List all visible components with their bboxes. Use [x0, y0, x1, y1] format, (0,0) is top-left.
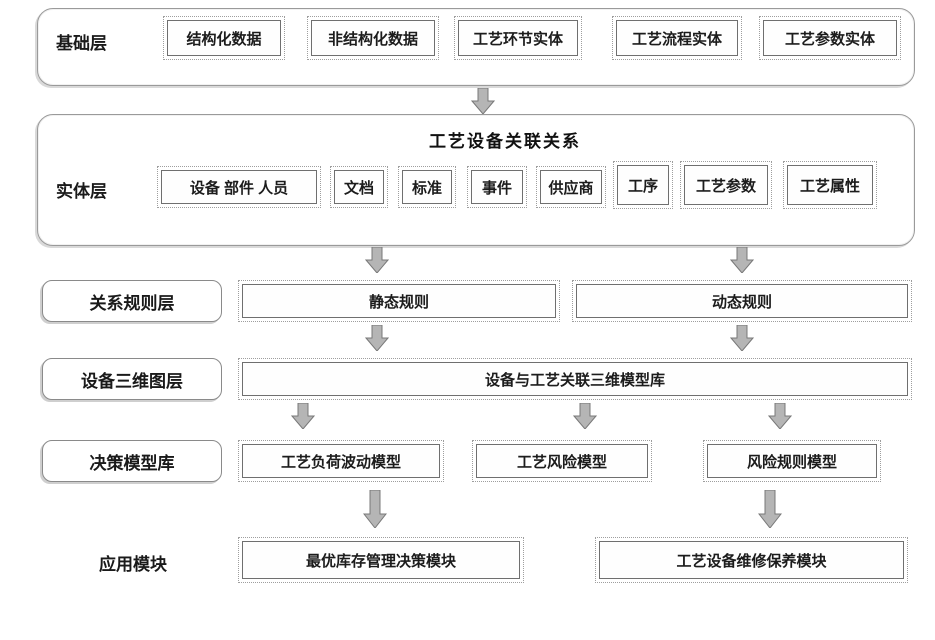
box-label: 工艺流程实体 — [616, 20, 738, 56]
relation-rules-layer-label: 关系规则层 — [42, 280, 222, 322]
box-label: 供应商 — [540, 170, 602, 204]
box-equipment-parts-personnel: 设备 部件 人员 — [157, 166, 321, 208]
box-unstructured-data: 非结构化数据 — [307, 16, 439, 60]
box-label: 设备 部件 人员 — [161, 170, 317, 204]
box-event: 事件 — [467, 166, 527, 208]
box-label: 事件 — [471, 170, 523, 204]
box-label: 工艺参数 — [684, 165, 768, 205]
entity-layer-label: 实体层 — [56, 182, 107, 201]
box-process-parameter-entity: 工艺参数实体 — [759, 16, 901, 60]
equipment-3d-layer-label: 设备三维图层 — [42, 358, 222, 400]
box-label: 设备与工艺关联三维模型库 — [242, 362, 908, 396]
box-label: 工艺风险模型 — [476, 444, 648, 478]
box-dynamic-rules: 动态规则 — [572, 280, 912, 322]
box-optimal-inventory-decision-module: 最优库存管理决策模块 — [238, 537, 524, 583]
box-work-procedure: 工序 — [613, 161, 673, 209]
box-process-parameters: 工艺参数 — [680, 161, 772, 209]
down-arrow-icon — [363, 490, 387, 528]
box-label: 工艺属性 — [787, 165, 873, 205]
box-label: 动态规则 — [576, 284, 908, 318]
box-label: 标准 — [402, 170, 452, 204]
down-arrow-icon — [730, 325, 754, 351]
box-process-step-entity: 工艺环节实体 — [454, 16, 582, 60]
box-label: 工艺负荷波动模型 — [242, 444, 440, 478]
box-risk-rule-model: 风险规则模型 — [703, 440, 881, 482]
application-module-label: 应用模块 — [99, 555, 167, 574]
box-3d-model-library: 设备与工艺关联三维模型库 — [238, 358, 912, 400]
box-standard: 标准 — [398, 166, 456, 208]
down-arrow-icon — [365, 247, 389, 273]
box-label: 工艺设备维修保养模块 — [599, 541, 904, 579]
decision-model-library-label: 决策模型库 — [42, 440, 222, 482]
box-process-risk-model: 工艺风险模型 — [472, 440, 652, 482]
box-static-rules: 静态规则 — [238, 280, 560, 322]
foundation-layer-label: 基础层 — [56, 34, 107, 53]
box-label: 工艺环节实体 — [458, 20, 578, 56]
box-document: 文档 — [330, 166, 388, 208]
box-label: 结构化数据 — [167, 20, 281, 56]
box-label: 工艺参数实体 — [763, 20, 897, 56]
down-arrow-icon — [768, 403, 792, 429]
box-process-load-fluctuation-model: 工艺负荷波动模型 — [238, 440, 444, 482]
box-label: 工序 — [617, 165, 669, 205]
box-label: 最优库存管理决策模块 — [242, 541, 520, 579]
box-structured-data: 结构化数据 — [163, 16, 285, 60]
box-process-flow-entity: 工艺流程实体 — [612, 16, 742, 60]
down-arrow-icon — [291, 403, 315, 429]
box-label: 非结构化数据 — [311, 20, 435, 56]
box-supplier: 供应商 — [536, 166, 606, 208]
box-process-attributes: 工艺属性 — [783, 161, 877, 209]
down-arrow-icon — [758, 490, 782, 528]
box-label: 风险规则模型 — [707, 444, 877, 478]
down-arrow-icon — [730, 247, 754, 273]
entity-layer-title: 工艺设备关联关系 — [429, 132, 581, 151]
box-label: 文档 — [334, 170, 384, 204]
box-label: 静态规则 — [242, 284, 556, 318]
down-arrow-icon — [573, 403, 597, 429]
down-arrow-icon — [365, 325, 389, 351]
box-equipment-maintenance-module: 工艺设备维修保养模块 — [595, 537, 908, 583]
down-arrow-icon — [471, 88, 495, 114]
